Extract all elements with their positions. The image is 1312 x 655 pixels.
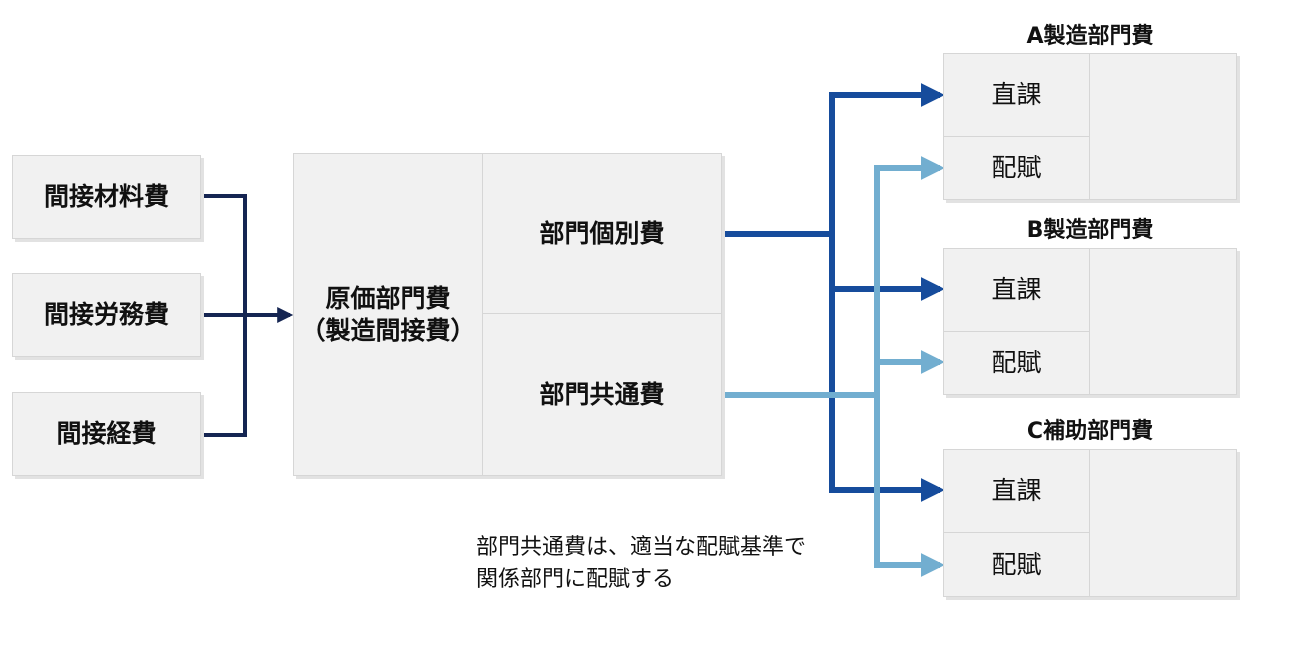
allocate-connector — [724, 156, 945, 577]
department-b-title: B製造部門費 — [1026, 218, 1154, 243]
allocation-label: 配賦 — [991, 549, 1042, 579]
department-a-title: A製造部門費 — [1026, 24, 1154, 49]
direct-charge-label: 直課 — [991, 476, 1042, 506]
dept-divider-horizontal — [944, 532, 1089, 533]
dept-divider-vertical — [1089, 54, 1090, 199]
direct-charge-label: 直課 — [991, 275, 1042, 305]
department-c-box: 直課 配賦 — [943, 449, 1237, 597]
note-line2: 関係部門に配賦する — [476, 567, 675, 592]
main-label-line1: 原価部門費 — [325, 284, 451, 314]
input-box-indirect-material: 間接材料費 — [12, 155, 201, 239]
input-label: 間接材料費 — [43, 182, 169, 212]
center-divider-horizontal — [482, 313, 721, 314]
dept-divider-horizontal — [944, 136, 1089, 137]
main-label-line2: （製造間接費） — [300, 315, 476, 345]
input-label: 間接経費 — [56, 419, 157, 449]
common-cost-label: 部門共通費 — [539, 379, 665, 409]
dept-divider-vertical — [1089, 249, 1090, 394]
dept-divider-horizontal — [944, 331, 1089, 332]
department-a-box: 直課 配賦 — [943, 53, 1237, 200]
input-label: 間接労務費 — [43, 300, 169, 330]
input-box-indirect-labor: 間接労務費 — [12, 273, 201, 357]
individual-cost-label: 部門個別費 — [539, 218, 665, 248]
department-b-box: 直課 配賦 — [943, 248, 1237, 395]
center-divider-vertical — [482, 154, 483, 475]
direct-charge-label: 直課 — [991, 80, 1042, 110]
department-c-title: C補助部門費 — [1026, 419, 1154, 444]
direct-connector — [724, 83, 945, 502]
input-box-indirect-expense: 間接経費 — [12, 392, 201, 476]
dept-divider-vertical — [1089, 450, 1090, 596]
input-connector — [201, 194, 294, 437]
department-cost-box: 原価部門費 （製造間接費） 部門個別費 部門共通費 — [293, 153, 722, 476]
allocation-label: 配賦 — [991, 153, 1042, 183]
allocation-label: 配賦 — [991, 348, 1042, 378]
note-line1: 部門共通費は、適当な配賦基準で — [476, 535, 807, 560]
department-cost-main-label: 原価部門費 （製造間接費） — [294, 154, 482, 475]
allocation-note: 部門共通費は、適当な配賦基準で 関係部門に配賦する — [476, 532, 806, 596]
